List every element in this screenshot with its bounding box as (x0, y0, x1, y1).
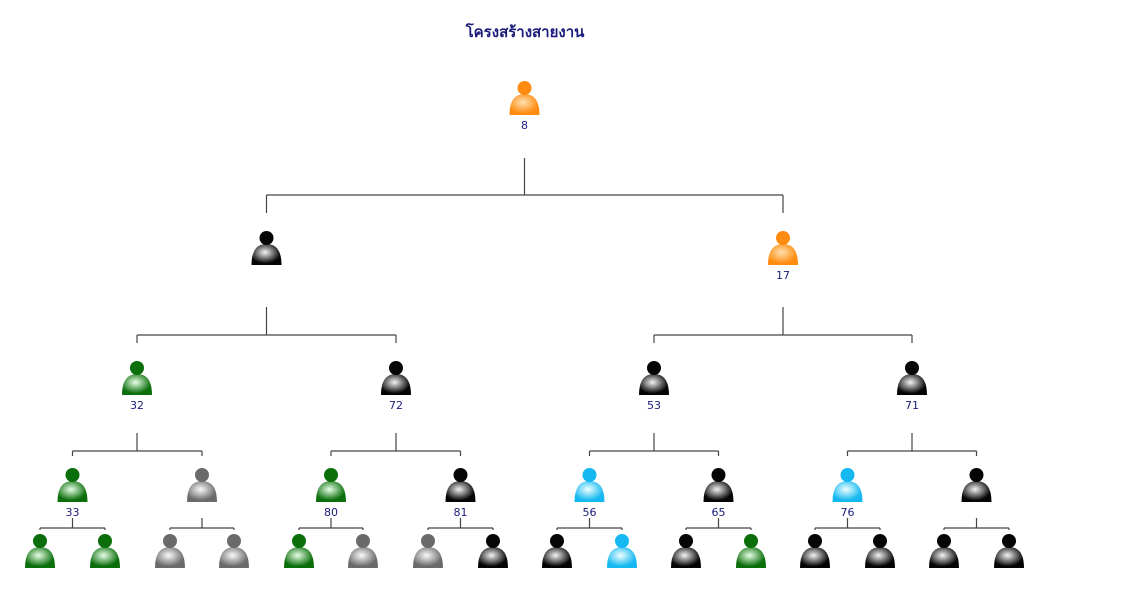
tree-node[interactable] (348, 534, 378, 568)
tree-node[interactable] (994, 534, 1024, 568)
person-icon (284, 534, 314, 568)
person-icon (25, 534, 55, 568)
tree-node[interactable]: 71 (897, 361, 927, 412)
person-icon (251, 231, 282, 265)
node-label: 65 (712, 506, 726, 519)
person-icon (736, 534, 766, 568)
tree-node[interactable]: 56 (574, 468, 605, 519)
tree-node[interactable]: 76 (832, 468, 863, 519)
tree-node[interactable] (90, 534, 120, 568)
tree-node[interactable] (478, 534, 508, 568)
node-label: 33 (66, 506, 80, 519)
person-icon (509, 81, 540, 115)
person-icon (155, 534, 185, 568)
person-icon (897, 361, 927, 395)
person-icon (929, 534, 959, 568)
tree-node[interactable]: 53 (639, 361, 669, 412)
person-icon (768, 231, 798, 265)
person-icon (607, 534, 637, 568)
node-label: 72 (389, 399, 403, 412)
tree-node[interactable]: 33 (57, 468, 88, 519)
person-icon (219, 534, 249, 568)
node-label: 81 (454, 506, 468, 519)
tree-node[interactable] (187, 468, 217, 502)
connector-lines (39, 158, 1010, 530)
tree-node[interactable] (25, 534, 55, 568)
tree-node[interactable] (865, 534, 895, 568)
node-label: 8 (521, 119, 528, 132)
tree-node[interactable] (607, 534, 637, 568)
person-icon (122, 361, 152, 395)
person-icon (478, 534, 508, 568)
person-icon (57, 468, 88, 502)
person-icon (90, 534, 120, 568)
tree-node[interactable]: 72 (381, 361, 411, 412)
person-icon (413, 534, 443, 568)
tree-node[interactable] (251, 231, 282, 265)
tree-node[interactable] (542, 534, 572, 568)
person-icon (671, 534, 701, 568)
person-icon (187, 468, 217, 502)
person-icon (639, 361, 669, 395)
person-icon (800, 534, 830, 568)
person-icon (348, 534, 378, 568)
person-icon (542, 534, 572, 568)
person-icon (574, 468, 605, 502)
person-icon (316, 468, 346, 502)
tree-node[interactable] (929, 534, 959, 568)
tree-node[interactable] (736, 534, 766, 568)
tree-node[interactable] (284, 534, 314, 568)
node-label: 80 (324, 506, 338, 519)
tree-node[interactable]: 80 (316, 468, 346, 519)
tree-node[interactable] (671, 534, 701, 568)
page-title: โครงสร้างสายงาน (465, 23, 585, 41)
tree-nodes: 8 17 32 72 53 71 33 80 81 56 65 76 (25, 81, 1024, 568)
person-icon (961, 468, 992, 502)
tree-node[interactable] (961, 468, 992, 502)
person-icon (832, 468, 863, 502)
person-icon (994, 534, 1024, 568)
tree-node[interactable] (800, 534, 830, 568)
tree-node[interactable]: 81 (445, 468, 476, 519)
person-icon (865, 534, 895, 568)
node-label: 32 (130, 399, 144, 412)
tree-node[interactable] (219, 534, 249, 568)
tree-node[interactable] (413, 534, 443, 568)
tree-node[interactable]: 17 (768, 231, 798, 282)
node-label: 17 (776, 269, 790, 282)
person-icon (445, 468, 476, 502)
node-label: 71 (905, 399, 919, 412)
person-icon (381, 361, 411, 395)
tree-node[interactable]: 65 (703, 468, 734, 519)
node-label: 56 (583, 506, 597, 519)
tree-node[interactable]: 32 (122, 361, 152, 412)
node-label: 76 (841, 506, 855, 519)
node-label: 53 (647, 399, 661, 412)
tree-node[interactable]: 8 (509, 81, 540, 132)
person-icon (703, 468, 734, 502)
tree-node[interactable] (155, 534, 185, 568)
